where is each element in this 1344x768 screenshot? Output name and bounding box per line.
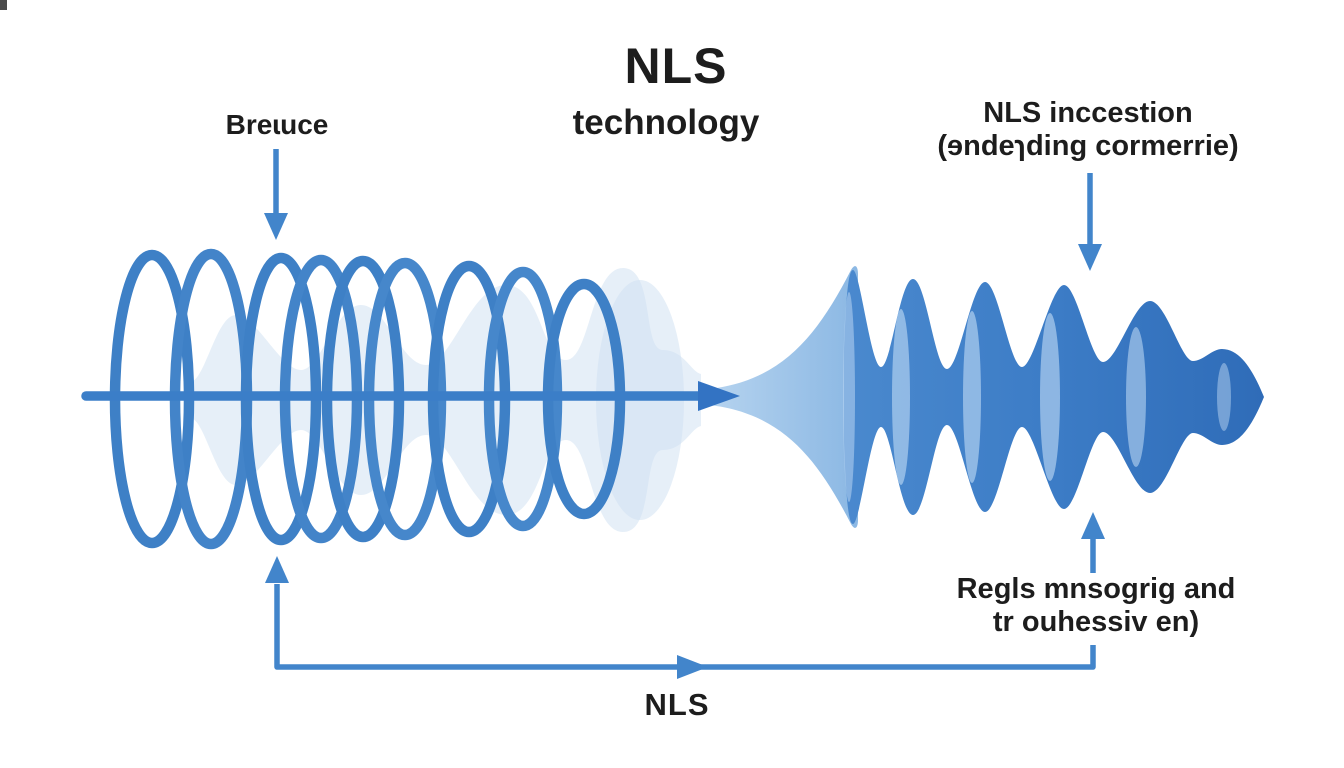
corner-artifact — [0, 0, 7, 10]
label-nls-span: NLS — [644, 687, 710, 722]
bottom-span-arrow — [265, 556, 1096, 679]
label-nls-inccestion: NLS inccestion (ɘndeɿding cormerrie) — [937, 97, 1238, 164]
label-carrier-wave: Breɩuce — [225, 109, 329, 140]
label-nls-inccestion-line1: NLS inccestion — [983, 97, 1193, 129]
label-regls-mnsogrig: Regls mnsogrig and tr ouhessiv en) — [957, 573, 1236, 640]
label-nls-inccestion-line2: (ɘndeɿding cormerrie) — [937, 130, 1239, 163]
focus-trumpet — [698, 266, 858, 528]
arrow-down-left-icon — [264, 149, 288, 240]
diagram-title: NLS — [624, 38, 728, 94]
arrow-up-right-icon — [1081, 512, 1105, 573]
bead-highlights — [843, 292, 1231, 502]
annotation-arrows — [264, 149, 1105, 679]
diagram-subtitle: technology — [572, 103, 760, 142]
modulated-wave — [843, 270, 1264, 524]
arrow-down-right-icon — [1078, 173, 1102, 271]
label-regls-mnsogrig-line2: tr ouhessiv en) — [992, 606, 1200, 639]
axis-arrow — [81, 381, 740, 411]
label-regls-mnsogrig-line1: Regls mnsogrig and — [956, 573, 1236, 605]
